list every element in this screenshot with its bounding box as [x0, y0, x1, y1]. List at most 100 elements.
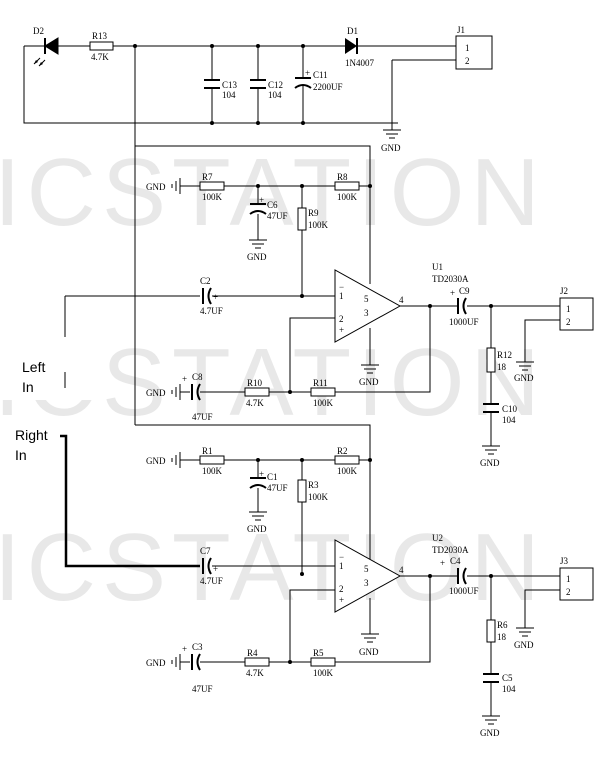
- r12-label: R12: [497, 350, 512, 360]
- u2-inv-pin: 1: [339, 561, 344, 571]
- gnd-c3: GND: [146, 658, 166, 668]
- u1-inv-pin: 1: [339, 291, 344, 301]
- right-in-label-2: In: [15, 447, 27, 463]
- r6-label: R6: [497, 620, 508, 630]
- c12-value: 104: [268, 90, 282, 100]
- c3-plus: +: [182, 644, 187, 654]
- d1-value: 1N4007: [345, 58, 374, 68]
- c7-value: 4.7UF: [200, 576, 223, 586]
- c2-value: 4.7UF: [200, 306, 223, 316]
- c11-value: 2200UF: [313, 82, 343, 92]
- u1-p5: 5: [364, 294, 369, 304]
- r11-label: R11: [313, 378, 328, 388]
- gnd-c1: GND: [247, 524, 267, 534]
- c13-value: 104: [222, 90, 236, 100]
- c8-value: 47UF: [192, 412, 213, 422]
- u1-p3: 3: [364, 308, 369, 318]
- u2-label: U2: [432, 533, 443, 543]
- j2-label: J2: [560, 286, 568, 296]
- right-in-label-1: Right: [15, 427, 48, 443]
- c9-value: 1000UF: [449, 317, 479, 327]
- left-in-label-2: In: [22, 379, 34, 395]
- c7-plus: +: [213, 564, 218, 574]
- r10-label: R10: [247, 378, 263, 388]
- r4-label: R4: [247, 648, 258, 658]
- u2-p5: 5: [364, 564, 369, 574]
- r5-value: 100K: [313, 668, 334, 678]
- r10-value: 4.7K: [246, 398, 264, 408]
- u1-label: U1: [432, 262, 443, 272]
- j2-pin1: 1: [566, 304, 571, 314]
- gnd-u1: GND: [359, 377, 379, 387]
- c6-label: C6: [267, 200, 278, 210]
- c5-value: 104: [502, 684, 516, 694]
- r8-value: 100K: [337, 192, 358, 202]
- gnd-j3: GND: [514, 640, 534, 650]
- c11-label: C11: [313, 70, 328, 80]
- c11-plus: +: [305, 68, 310, 78]
- c4-value: 1000UF: [449, 586, 479, 596]
- u1-noninv-pin: 2: [339, 314, 344, 324]
- c12-label: C12: [268, 80, 283, 90]
- gnd-r1: GND: [146, 456, 166, 466]
- c4-label: C4: [450, 556, 461, 566]
- j2-pin2: 2: [566, 317, 571, 327]
- c10-value: 104: [502, 415, 516, 425]
- u2-value: TD2030A: [432, 545, 469, 555]
- r4-value: 4.7K: [246, 668, 264, 678]
- c6-plus: +: [259, 195, 264, 205]
- c6-value: 47UF: [267, 211, 288, 221]
- c8-label: C8: [192, 372, 203, 382]
- c9-plus: +: [450, 288, 455, 298]
- c2-plus: +: [213, 292, 218, 302]
- r6-value: 18: [497, 632, 507, 642]
- power-section: D2 R13 4.7K D1 1N4007 C13 104 C12 104 + …: [23, 25, 493, 425]
- r3-value: 100K: [308, 492, 329, 502]
- r7-value: 100K: [202, 192, 223, 202]
- gnd-u2: GND: [359, 647, 379, 657]
- c7-label: C7: [200, 546, 211, 556]
- c2-label: C2: [200, 276, 211, 286]
- u2-noninv-pin: 2: [339, 584, 344, 594]
- c1-value: 47UF: [267, 483, 288, 493]
- r9-label: R9: [308, 208, 319, 218]
- u2-p3: 3: [364, 578, 369, 588]
- gnd-power: GND: [381, 143, 401, 153]
- r1-label: R1: [202, 446, 213, 456]
- j3-label: J3: [560, 556, 569, 566]
- r12-value: 18: [497, 362, 507, 372]
- r7-label: R7: [202, 172, 213, 182]
- r13-value: 4.7K: [91, 52, 109, 62]
- u1-value: TD2030A: [432, 274, 469, 284]
- watermark-3: ICSTATION: [0, 514, 546, 621]
- gnd-j2: GND: [514, 373, 534, 383]
- c8-plus: +: [182, 374, 187, 384]
- c13-label: C13: [222, 80, 238, 90]
- c3-value: 47UF: [192, 684, 213, 694]
- c5-label: C5: [502, 673, 513, 683]
- gnd-r7: GND: [146, 182, 166, 192]
- watermark-1: ICSTATION: [0, 139, 546, 246]
- r9-value: 100K: [308, 220, 329, 230]
- u2-out-pin: 4: [399, 565, 404, 575]
- r3-label: R3: [308, 480, 319, 490]
- c10-label: C10: [502, 404, 518, 414]
- j1-pin1: 1: [465, 43, 470, 53]
- left-in-label-1: Left: [22, 359, 45, 375]
- c9-label: C9: [459, 286, 470, 296]
- u2-minus: −: [339, 552, 344, 562]
- r2-label: R2: [337, 446, 348, 456]
- c4-plus: +: [440, 558, 445, 568]
- r8-label: R8: [337, 172, 348, 182]
- channel-1: GND R7 100K R8 100K + C6 47UF GND R9 100…: [0, 145, 594, 468]
- u2-plus: +: [339, 595, 344, 605]
- gnd-c8: GND: [146, 388, 166, 398]
- d1-label: D1: [347, 26, 358, 36]
- gnd-c6: GND: [247, 252, 267, 262]
- d2-label: D2: [33, 26, 44, 36]
- u1-minus: −: [339, 282, 344, 292]
- channel-2: GND R1 100K R2 100K + C1 47UF GND R3 100…: [15, 424, 594, 738]
- c3-label: C3: [192, 642, 203, 652]
- r2-value: 100K: [337, 466, 358, 476]
